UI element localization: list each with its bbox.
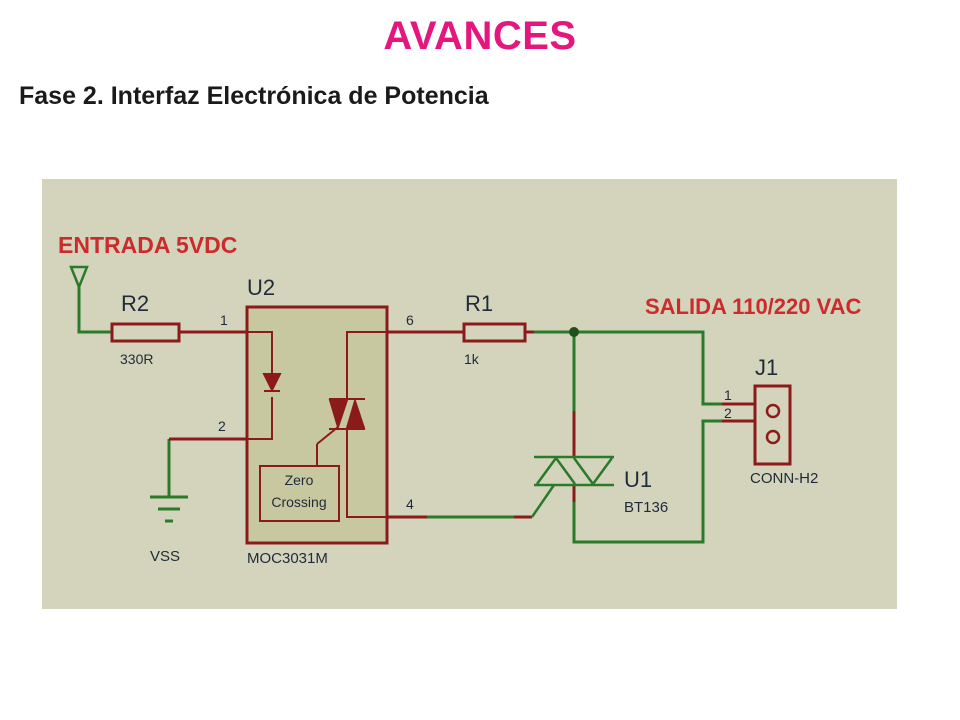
led-icon	[262, 373, 282, 393]
slide-title: AVANCES	[383, 14, 577, 58]
ground-icon	[150, 495, 188, 523]
j1-pin1-label: 1	[724, 387, 732, 403]
zero-crossing-line2: Crossing	[271, 494, 326, 510]
circuit-schematic: ENTRADA 5VDC SALIDA 110/220 VAC R2 330R …	[42, 179, 897, 609]
zero-crossing-line1: Zero	[285, 472, 314, 488]
u2-part: MOC3031M	[247, 550, 328, 567]
j1-ref: J1	[755, 355, 778, 380]
u2-triac-circuit	[316, 331, 387, 518]
j1-part: CONN-H2	[750, 470, 818, 487]
j1-pin1-hole	[765, 403, 781, 419]
zero-crossing-block	[259, 465, 340, 522]
r2-value: 330R	[120, 351, 153, 367]
r2-resistor-body	[110, 322, 181, 343]
u2-pin1-label: 1	[220, 312, 228, 328]
input-terminal-icon	[69, 265, 89, 291]
ground-label: VSS	[150, 548, 180, 565]
r2-ref: R2	[121, 291, 149, 316]
bt136-triac-icon	[530, 455, 614, 518]
j1-pin2-hole	[765, 429, 781, 445]
r1-resistor-body	[462, 322, 527, 343]
opto-triac-icon	[328, 399, 349, 431]
wires	[77, 285, 722, 544]
r1-ref: R1	[465, 291, 493, 316]
component-leads	[169, 330, 755, 519]
wire-input-r2	[77, 285, 112, 334]
u2-led-circuit	[247, 331, 282, 440]
u1-ref: U1	[624, 467, 652, 492]
wire-triac-j1	[572, 419, 722, 544]
output-label: SALIDA 110/220 VAC	[645, 294, 862, 319]
j1-connector-body	[753, 384, 792, 466]
slide-subtitle: Fase 2. Interfaz Electrónica de Potencia	[19, 82, 489, 110]
input-label: ENTRADA 5VDC	[58, 232, 237, 258]
r1-value: 1k	[464, 351, 480, 367]
u2-pin6-label: 6	[406, 312, 414, 328]
junction-dot	[569, 327, 579, 337]
u1-part: BT136	[624, 499, 668, 516]
u2-ref: U2	[247, 275, 275, 300]
u2-pin4-label: 4	[406, 496, 414, 512]
wire-r1-j1	[534, 330, 722, 406]
j1-pin2-label: 2	[724, 405, 732, 421]
u2-pin2-label: 2	[218, 418, 226, 434]
